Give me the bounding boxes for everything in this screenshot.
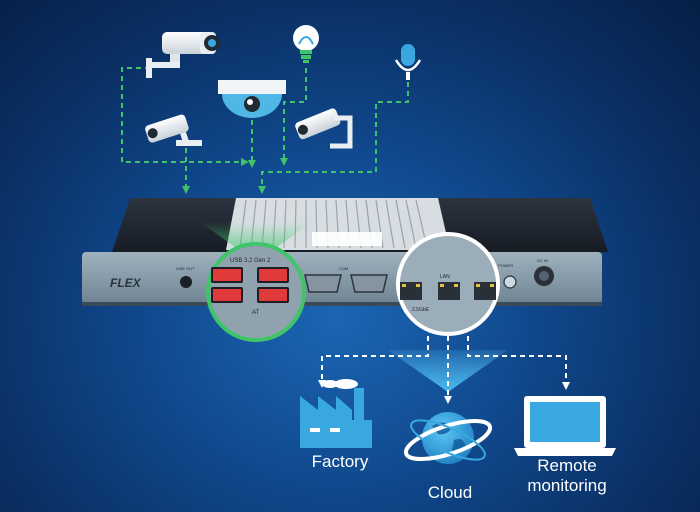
blue-funnel <box>388 350 508 392</box>
cloud-globe-icon <box>403 412 493 464</box>
device-brand: FLEX <box>110 276 142 290</box>
usb-label: USB 3.2 Gen 2 <box>230 258 271 264</box>
link-bullet-camera <box>121 67 246 163</box>
lan-label: LAN <box>440 274 450 280</box>
line-out-jack <box>180 276 192 288</box>
power-label: POWER <box>498 263 513 268</box>
usb-port <box>211 287 243 303</box>
com-ports <box>304 274 388 293</box>
link-light-bulb <box>283 68 307 162</box>
lan-zoom-circle <box>396 232 500 336</box>
dc-in-label: DC IN <box>537 258 548 263</box>
power-button <box>503 275 517 289</box>
sensor-link-arrows <box>182 158 288 194</box>
wall-camera-icon <box>295 108 341 140</box>
label-factory: Factory <box>311 452 369 471</box>
usb-zoom-circle <box>206 242 306 342</box>
bullet-camera-small-icon <box>145 114 189 144</box>
at-label: AT <box>252 310 260 316</box>
usb-port <box>257 267 289 283</box>
laptop-icon <box>514 396 616 456</box>
sensor-links <box>121 67 409 190</box>
light-bulb-icon <box>293 25 319 63</box>
network-links <box>321 336 567 398</box>
microphone-icon <box>394 44 422 80</box>
wall-camera-mount <box>330 115 353 149</box>
small-camera-mount <box>176 140 202 146</box>
factory-icon <box>300 379 372 448</box>
usb-port <box>211 267 243 283</box>
device-top <box>112 198 608 252</box>
dome-camera-icon <box>218 80 286 118</box>
usb-port <box>257 287 289 303</box>
lan-note: 2.5GbE <box>412 307 430 313</box>
bullet-camera-icon <box>146 32 220 78</box>
device-labels: FLEX USB 3.2 Gen 2 LINE OUT COM LAN 2.5G… <box>110 258 548 316</box>
line-out-label: LINE OUT <box>176 266 195 271</box>
com-label: COM <box>339 266 348 271</box>
link-microphone <box>261 82 409 190</box>
label-cloud: Cloud <box>427 483 473 502</box>
label-remote-monitoring: Remote monitoring <box>527 456 607 495</box>
device-front-panel <box>82 252 602 306</box>
